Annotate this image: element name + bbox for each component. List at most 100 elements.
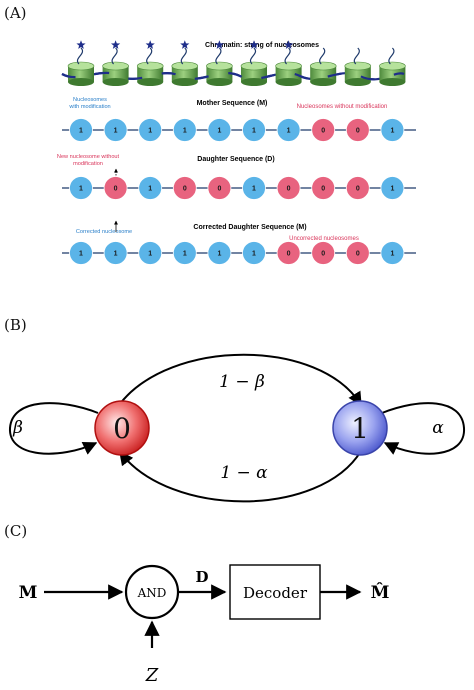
- nucleosome-value: 1: [79, 251, 83, 258]
- cylinder-bottom: [137, 78, 164, 86]
- nucleosome-circle: [242, 241, 266, 265]
- nucleosome-value: 1: [287, 128, 291, 135]
- nucleosome-circle: [311, 241, 336, 265]
- cylinder-bottom: [171, 78, 198, 86]
- nucleosome-circle: [276, 241, 301, 265]
- edge-label-bottom: 1 − α: [220, 463, 268, 483]
- nucleosome-circle: [138, 118, 163, 142]
- nucleosome-cylinder: [275, 66, 302, 82]
- nucleosome-circle: [138, 241, 163, 265]
- state-1-label: 1: [351, 412, 369, 445]
- mother-right-note: Nucleosomes without modification: [297, 104, 388, 110]
- histone-tail: [284, 47, 291, 65]
- self-loop-0-label: β: [12, 418, 23, 438]
- nucleosome-circle: [103, 241, 128, 265]
- self-loop-1: [381, 402, 466, 455]
- nucleosome-circle: [380, 118, 405, 142]
- nucleosome-value: 1: [252, 251, 256, 258]
- chromatin-string: [61, 40, 406, 86]
- modification-star-icon: [111, 40, 121, 49]
- nucleosome-circle: [103, 118, 128, 142]
- cylinder-bottom: [275, 78, 302, 86]
- panel-a-label: (A): [4, 4, 27, 22]
- nucleosome-cylinder: [137, 66, 164, 82]
- mother-left-note-2: with modification: [68, 104, 110, 110]
- panel-c-label: (C): [4, 522, 27, 540]
- decoder-label: Decoder: [243, 584, 308, 602]
- modification-star-icon: [180, 40, 190, 49]
- nucleosome-circle: [345, 118, 370, 142]
- cylinder-bottom: [310, 78, 337, 86]
- output-label: M̂: [371, 583, 390, 603]
- corrected-left-note: Corrected nucleosome: [76, 229, 132, 235]
- mother-sequence-title: Mother Sequence (M): [197, 100, 268, 107]
- chromatin-title: Chromatin: string of nucleosomes: [205, 42, 319, 49]
- histone-tail: [388, 47, 395, 65]
- nucleosome-circle: [103, 176, 128, 200]
- decoder-box: [229, 564, 321, 620]
- nucleosome-circle: [207, 118, 232, 142]
- edge-0-to-1: [118, 353, 362, 407]
- cylinder-bottom: [102, 78, 129, 86]
- histone-tail: [146, 47, 153, 65]
- cylinder-top: [379, 61, 406, 71]
- histone-tail: [250, 47, 256, 65]
- cylinder-top: [309, 61, 337, 71]
- nucleosome-cylinder: [102, 66, 129, 82]
- nucleosome-circle: [172, 241, 197, 265]
- self-loop-0: [8, 402, 99, 455]
- histone-tail: [319, 47, 326, 65]
- nucleosome-circle: [138, 176, 163, 200]
- nucleosome-circle: [69, 118, 93, 142]
- nucleosome-value: 0: [114, 186, 118, 193]
- nucleosome-value: 0: [217, 186, 221, 193]
- histone-tail: [180, 47, 187, 65]
- corrected-sequence-title: Corrected Daughter Sequence (M): [193, 224, 306, 231]
- nucleosome-value: 1: [217, 251, 221, 258]
- cylinder-bottom: [68, 78, 94, 86]
- state-0-node: [94, 400, 150, 456]
- nucleosome-value: 0: [287, 251, 291, 258]
- input-m-label: M: [19, 583, 38, 603]
- panel-b-label: (B): [4, 316, 27, 334]
- histone-tail: [77, 47, 83, 65]
- corrected-right-note: Uncorrected nucleosomes: [289, 236, 359, 242]
- cylinder-top: [275, 61, 302, 71]
- nucleosome-cylinder: [379, 66, 406, 82]
- nucleosome-value: 1: [252, 128, 256, 135]
- cylinder-bottom: [206, 78, 233, 86]
- histone-tail: [353, 47, 360, 65]
- cylinder-top: [344, 61, 372, 71]
- nucleosome-circle: [311, 118, 336, 142]
- nucleosome-circle: [69, 176, 93, 200]
- nucleosome-value: 1: [217, 128, 221, 135]
- nucleosome-value: 1: [390, 128, 394, 135]
- modification-star-icon: [284, 40, 294, 49]
- nucleosome-circle: [69, 241, 93, 265]
- daughter-left-note-2: modification: [73, 161, 103, 167]
- nucleosome-value: 0: [356, 251, 360, 258]
- cylinder-top: [206, 61, 233, 71]
- nucleosome-circle: [276, 118, 301, 142]
- nucleosome-cylinder: [206, 66, 233, 82]
- cylinder-top: [240, 61, 268, 71]
- nucleosome-value: 0: [356, 128, 360, 135]
- nucleosome-value: 1: [148, 186, 152, 193]
- dna-wrap: [61, 71, 405, 81]
- cylinder-top: [67, 61, 95, 71]
- cylinder-bottom: [379, 78, 406, 86]
- edge-label-top: 1 − β: [219, 372, 265, 392]
- nucleosome-circle: [276, 176, 301, 200]
- nucleosome-cylinder: [241, 66, 267, 82]
- and-gate-label: AND: [137, 586, 167, 600]
- nucleosome-value: 1: [390, 251, 394, 258]
- daughter-sequence-title: Daughter Sequence (D): [197, 156, 274, 163]
- signal-d-label: D: [195, 568, 208, 586]
- nucleosome-value: 0: [356, 186, 360, 193]
- nucleosome-value: 1: [114, 251, 118, 258]
- modification-star-icon: [214, 40, 224, 49]
- cylinder-bottom: [241, 78, 267, 86]
- modification-star-icon: [145, 40, 155, 49]
